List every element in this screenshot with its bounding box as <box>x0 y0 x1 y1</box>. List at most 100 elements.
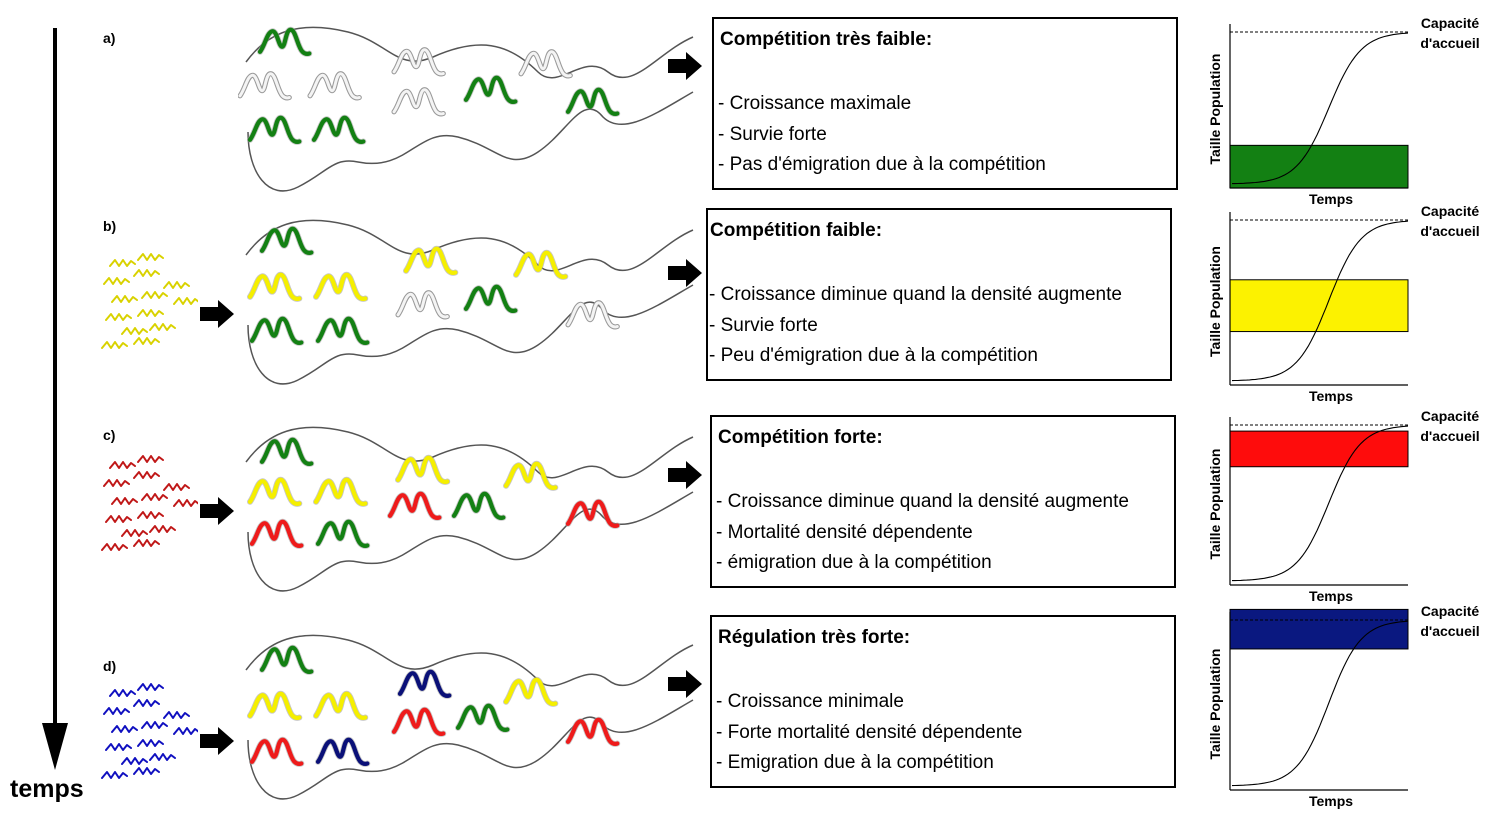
red-fish <box>387 490 443 521</box>
box-title: Régulation très forte: <box>718 627 911 648</box>
red-larva <box>141 493 168 501</box>
red-larva <box>133 539 160 547</box>
description-box-c: Compétition forte: - Croissance diminue … <box>710 415 1176 588</box>
blue-larva <box>137 739 164 747</box>
red-larva <box>109 461 136 469</box>
yellow-larva <box>163 281 190 289</box>
faded-fish <box>391 87 446 117</box>
density-band <box>1229 144 1409 189</box>
capacity-label: d'accueil <box>1420 428 1479 444</box>
chart-y-label: Taille Population <box>1207 54 1223 165</box>
yellow-larva <box>105 313 132 321</box>
blue-fish <box>315 736 371 767</box>
arrow-into-stream-d <box>200 727 234 755</box>
red-larva <box>133 471 160 479</box>
box-item: - Survie forte <box>718 123 827 145</box>
stream-bank-bottom <box>247 91 694 192</box>
box-item: - Forte mortalité densité dépendente <box>716 721 1023 743</box>
blue-fish <box>397 668 453 699</box>
blue-larva <box>173 727 198 735</box>
yellow-fish <box>395 454 451 485</box>
row-label-d: d) <box>103 658 117 674</box>
description-box-b: Compétition faible: - Croissance diminue… <box>706 208 1172 381</box>
faded-fish <box>238 71 292 101</box>
yellow-larva <box>133 337 160 345</box>
yellow-fish <box>503 676 559 707</box>
growth-curve <box>1232 425 1409 582</box>
capacity-label: d'accueil <box>1420 35 1479 51</box>
box-title: Compétition très faible: <box>720 29 933 50</box>
immigrant-cluster-blue <box>101 683 198 779</box>
blue-larva <box>103 707 130 715</box>
green-fish <box>463 283 519 314</box>
box-item: - émigration due à la compétition <box>716 552 992 573</box>
yellow-fish <box>247 690 303 721</box>
time-axis-label: temps <box>10 775 84 803</box>
red-larva <box>103 479 130 487</box>
box-item: - Croissance maximale <box>718 93 912 114</box>
capacity-label: Capacité <box>1421 603 1480 619</box>
green-fish <box>311 114 367 145</box>
capacity-label: Capacité <box>1421 15 1480 31</box>
chart-x-label: Temps <box>1309 793 1353 809</box>
yellow-larva <box>109 259 136 267</box>
box-item: - Croissance diminue quand la densité au… <box>716 491 1129 512</box>
stream-bank-top <box>245 426 694 479</box>
faded-fish <box>391 47 446 77</box>
arrow-to-box-c <box>668 461 702 489</box>
red-fish <box>249 518 305 549</box>
stream-bank-top <box>245 634 694 687</box>
red-fish <box>565 716 621 747</box>
chart-x-label: Temps <box>1309 588 1353 604</box>
yellow-larva <box>101 341 128 349</box>
red-larva <box>105 515 132 523</box>
green-fish <box>565 86 621 117</box>
description-box-d: Régulation très forte: - Croissance mini… <box>710 615 1176 788</box>
green-fish <box>315 315 371 346</box>
arrow-to-box-a <box>668 52 702 80</box>
yellow-larva <box>173 297 198 305</box>
growth-curve <box>1231 220 1409 382</box>
yellow-fish <box>503 460 559 491</box>
green-fish <box>247 114 303 145</box>
green-fish <box>257 26 313 57</box>
blue-larva <box>149 753 176 761</box>
immigrant-cluster-yellow <box>101 253 198 349</box>
faded-fish <box>307 71 362 101</box>
arrow-to-box-b <box>668 259 702 287</box>
green-fish <box>455 702 511 733</box>
density-band <box>1229 430 1409 468</box>
blue-larva <box>163 711 190 719</box>
red-larva <box>121 529 148 537</box>
density-band <box>1229 608 1409 650</box>
yellow-larva <box>133 269 160 277</box>
red-larva <box>173 499 198 507</box>
capacity-label: Capacité <box>1421 203 1480 219</box>
red-fish <box>565 498 621 529</box>
stream-b <box>245 219 694 385</box>
chart-y-label: Taille Population <box>1207 246 1223 357</box>
row-label-b: b) <box>103 218 117 234</box>
green-fish <box>315 518 371 549</box>
chart-y-label: Taille Population <box>1207 649 1223 760</box>
arrow-to-box-d <box>668 670 702 698</box>
time-arrow <box>42 28 68 770</box>
yellow-larva <box>149 323 176 331</box>
yellow-larva <box>141 291 168 299</box>
growth-curve <box>1231 620 1409 787</box>
blue-larva <box>111 725 138 733</box>
blue-larva <box>133 767 160 775</box>
density-band <box>1229 279 1409 333</box>
stream-bank-bottom <box>247 491 694 592</box>
blue-larva <box>133 699 160 707</box>
row-label-c: c) <box>103 427 116 443</box>
red-fish <box>249 736 305 767</box>
stream-a <box>238 26 694 192</box>
yellow-larva <box>103 277 130 285</box>
faded-fish <box>395 290 450 320</box>
red-larva <box>111 497 138 505</box>
chart-y-label: Taille Population <box>1207 449 1223 560</box>
